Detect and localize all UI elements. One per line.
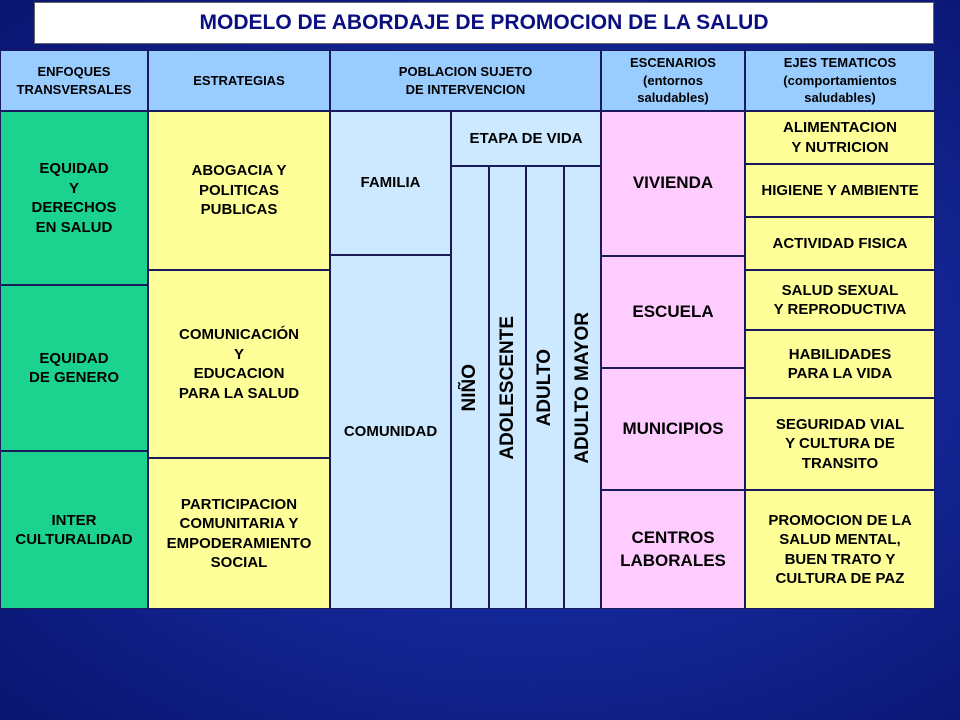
page-title: MODELO DE ABORDAJE DE PROMOCION DE LA SA… — [34, 2, 934, 44]
enfoque-equidad-derechos: EQUIDAD Y DERECHOS EN SALUD — [0, 111, 148, 285]
escenario-centros-laborales: CENTROS LABORALES — [601, 490, 745, 609]
escenario-municipios: MUNICIPIOS — [601, 368, 745, 490]
etapa-de-vida-header: ETAPA DE VIDA — [451, 111, 601, 166]
header-poblacion: POBLACION SUJETO DE INTERVENCION — [330, 50, 601, 111]
header-enfoques: ENFOQUES TRANSVERSALES — [0, 50, 148, 111]
etapa-adolescente: ADOLESCENTE — [489, 166, 526, 609]
estrategia-participacion: PARTICIPACION COMUNITARIA Y EMPODERAMIEN… — [148, 458, 330, 609]
poblacion-comunidad: COMUNIDAD — [330, 255, 451, 609]
etapa-adulto-mayor: ADULTO MAYOR — [564, 166, 601, 609]
eje-salud-mental: PROMOCION DE LA SALUD MENTAL, BUEN TRATO… — [745, 490, 935, 609]
eje-higiene: HIGIENE Y AMBIENTE — [745, 164, 935, 217]
eje-salud-sexual: SALUD SEXUAL Y REPRODUCTIVA — [745, 270, 935, 330]
eje-alimentacion: ALIMENTACION Y NUTRICION — [745, 111, 935, 164]
header-escenarios: ESCENARIOS (entornos saludables) — [601, 50, 745, 111]
enfoque-equidad-genero: EQUIDAD DE GENERO — [0, 285, 148, 451]
eje-habilidades: HABILIDADES PARA LA VIDA — [745, 330, 935, 398]
header-ejes: EJES TEMATICOS (comportamientos saludabl… — [745, 50, 935, 111]
etapa-adulto: ADULTO — [526, 166, 564, 609]
etapa-nino: NIÑO — [451, 166, 489, 609]
estrategia-comunicacion: COMUNICACIÓN Y EDUCACION PARA LA SALUD — [148, 270, 330, 458]
eje-actividad-fisica: ACTIVIDAD FISICA — [745, 217, 935, 270]
poblacion-familia: FAMILIA — [330, 111, 451, 255]
escenario-escuela: ESCUELA — [601, 256, 745, 368]
eje-seguridad-vial: SEGURIDAD VIAL Y CULTURA DE TRANSITO — [745, 398, 935, 490]
estrategia-abogacia: ABOGACIA Y POLITICAS PUBLICAS — [148, 111, 330, 270]
escenario-vivienda: VIVIENDA — [601, 111, 745, 256]
header-estrategias: ESTRATEGIAS — [148, 50, 330, 111]
enfoque-interculturalidad: INTER CULTURALIDAD — [0, 451, 148, 609]
